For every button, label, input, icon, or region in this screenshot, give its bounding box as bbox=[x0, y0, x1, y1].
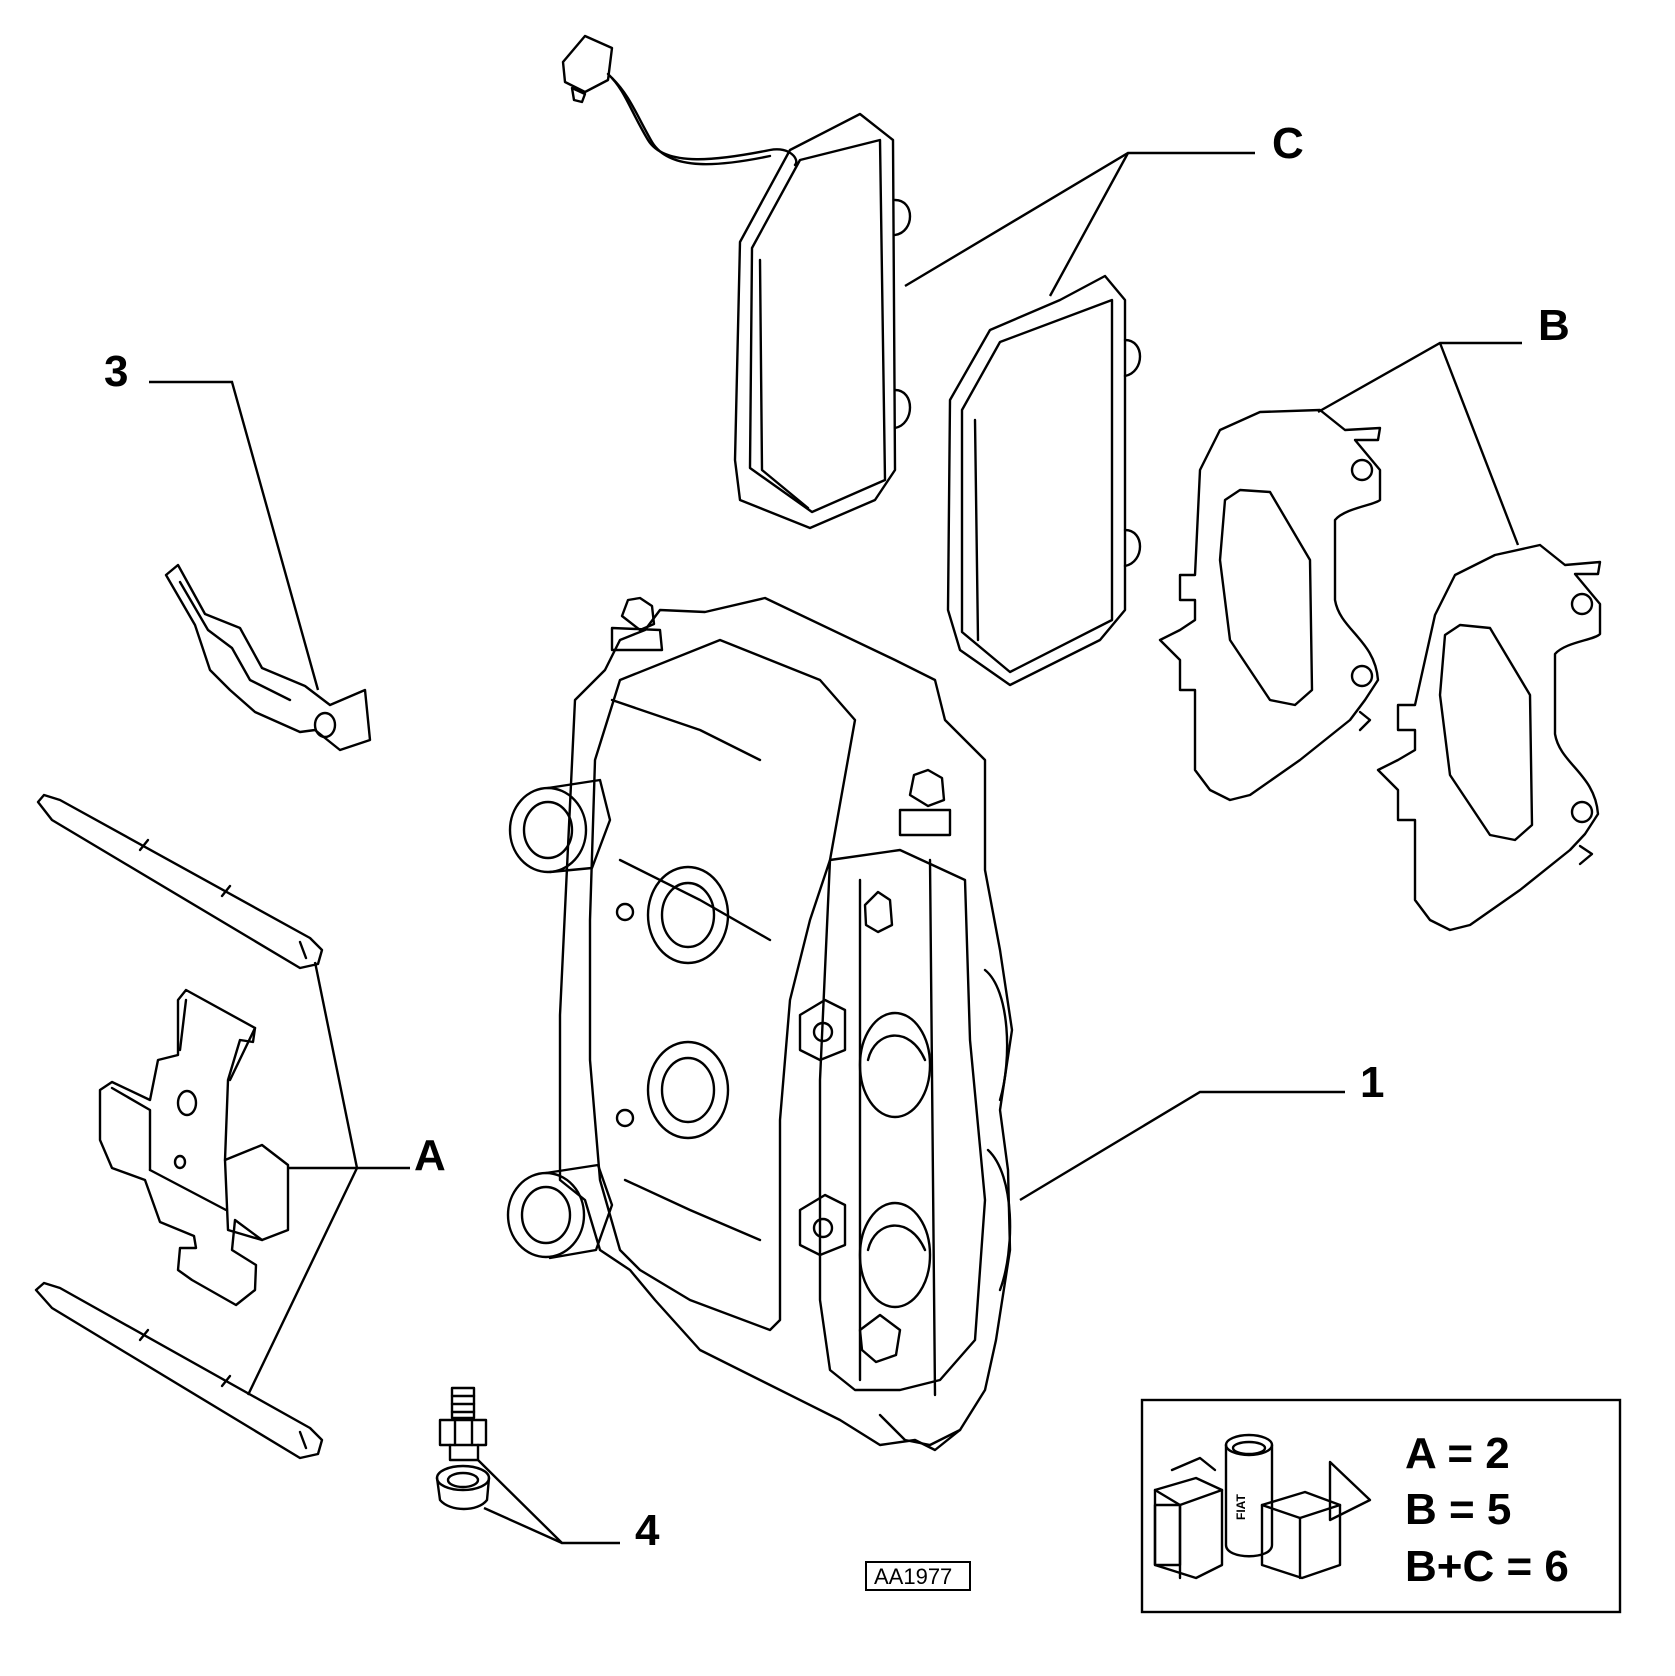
guide-pin bbox=[36, 793, 324, 970]
brake-pad bbox=[946, 274, 1142, 687]
bleed-screw-cap bbox=[435, 1464, 491, 1511]
kit-boxes-icon bbox=[1153, 1433, 1372, 1580]
drawing-code: AA1977 bbox=[865, 1561, 971, 1591]
kit-brand-label: FIAT bbox=[1234, 1494, 1248, 1520]
leader-lines bbox=[149, 151, 1522, 1545]
drawing-code-text: AA1977 bbox=[874, 1564, 952, 1589]
kit-legend: FIAT A = 2 B = 5 B+C = 6 bbox=[1140, 1398, 1622, 1614]
guide-pin bbox=[34, 1281, 324, 1460]
bleed-screw bbox=[438, 1386, 488, 1462]
callout-4: 4 bbox=[635, 1506, 660, 1555]
callout-a: A bbox=[414, 1131, 446, 1180]
callout-c: C bbox=[1272, 119, 1304, 168]
callout-1: 1 bbox=[1360, 1058, 1384, 1107]
anti-squeal-shim bbox=[1158, 408, 1382, 802]
callout-3: 3 bbox=[104, 347, 128, 396]
legend-line-b: B = 5 bbox=[1405, 1485, 1511, 1534]
pad-retaining-spring bbox=[98, 988, 290, 1307]
legend-line-a: A = 2 bbox=[1405, 1429, 1510, 1478]
callout-b: B bbox=[1538, 301, 1570, 350]
brake-pad-with-sensor bbox=[561, 34, 912, 530]
legend-line-bc: B+C = 6 bbox=[1405, 1542, 1569, 1591]
spring-clip bbox=[164, 563, 372, 752]
anti-squeal-shim bbox=[1376, 543, 1602, 932]
brake-caliper bbox=[506, 596, 1014, 1452]
